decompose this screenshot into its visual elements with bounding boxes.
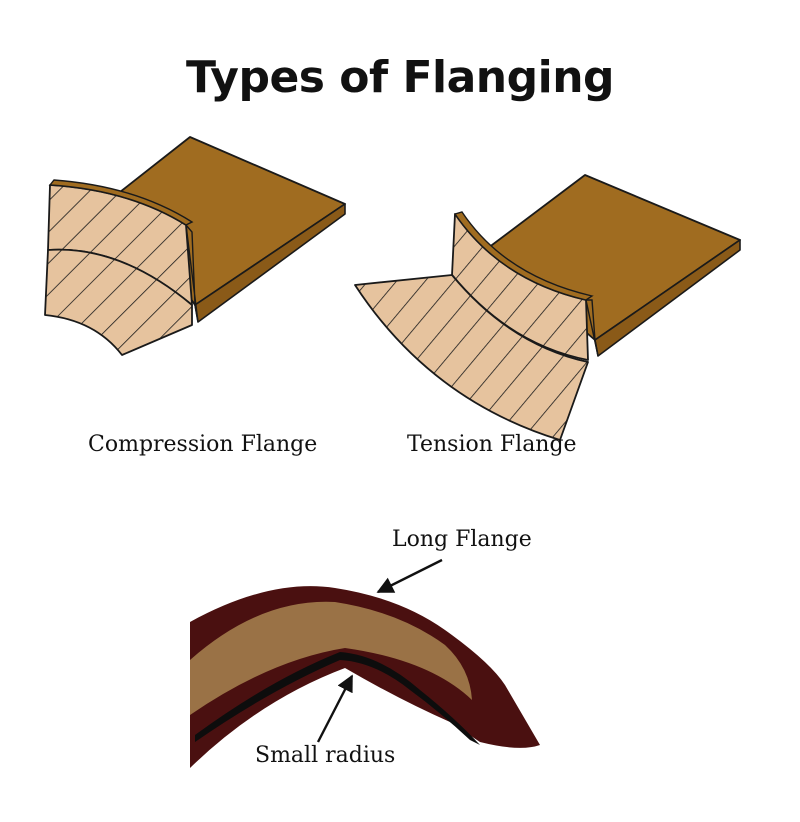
bend-cross-section: [190, 558, 540, 768]
bend-inner-line: [195, 652, 480, 745]
page-title: Types of Flanging: [185, 52, 615, 103]
compression-flange-lower: [44, 248, 193, 356]
tension-flange-rim: [453, 211, 594, 301]
compression-flange-label: Compression Flange: [88, 432, 318, 457]
tension-flange-label: Tension Flange: [407, 432, 577, 457]
tension-flange-drawing: [354, 174, 741, 441]
compression-flange-rim: [48, 179, 194, 226]
small-radius-arrow: [316, 674, 354, 743]
bend-middle-layer: [190, 601, 472, 715]
compression-flange-drawing: [44, 136, 346, 356]
tension-flange-lower: [354, 274, 589, 441]
long-flange-arrow: [376, 558, 443, 594]
tension-bend: [585, 299, 599, 357]
small-radius-label: Small radius: [255, 743, 396, 768]
long-flange-label: Long Flange: [392, 527, 532, 552]
compression-bend: [185, 222, 199, 323]
